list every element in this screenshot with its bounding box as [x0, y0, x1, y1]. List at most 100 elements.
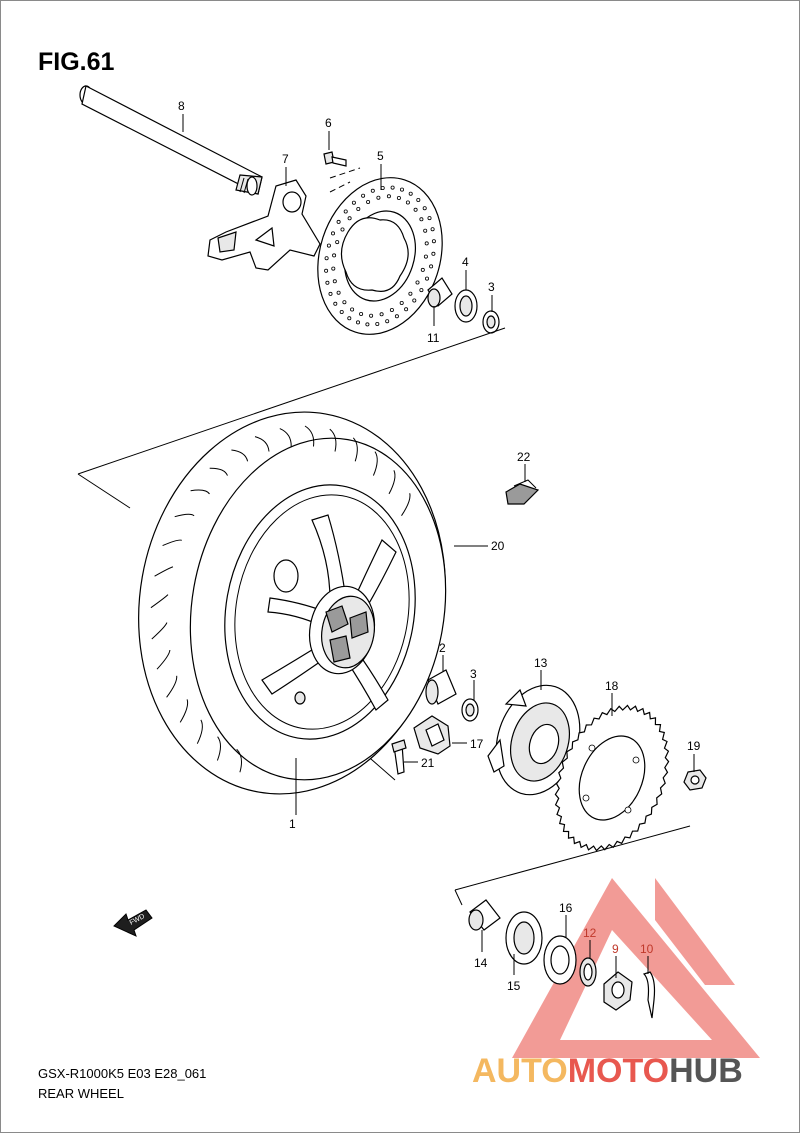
part-label-2: 2 [439, 641, 446, 655]
disc-hole [366, 199, 371, 204]
part-label-5: 5 [377, 149, 384, 163]
disc-hole [351, 200, 356, 205]
part-spacer-14 [468, 899, 501, 931]
watermark-word-hub: HUB [669, 1052, 743, 1090]
disc-hole [350, 307, 355, 312]
part-bearing-4 [454, 289, 478, 323]
disc-hole [361, 193, 366, 198]
part-label-11: 11 [427, 331, 440, 345]
part-label-21: 21 [421, 756, 435, 770]
disc-hole [343, 209, 348, 214]
disc-hole [399, 300, 404, 305]
tire-tread-groove [166, 675, 178, 698]
tire-tread-groove [196, 719, 203, 744]
disc-hole [340, 227, 345, 232]
tire-tread-groove [151, 622, 168, 640]
disc-hole [390, 185, 395, 190]
disc-hole [413, 207, 418, 212]
disc-hole [336, 290, 341, 295]
disc-hole [427, 216, 432, 221]
part-sprocket-drum [487, 684, 581, 796]
disc-hole [394, 314, 399, 319]
part-label-22: 22 [517, 450, 531, 464]
disc-hole [408, 291, 413, 296]
disc-hole [330, 231, 335, 236]
disc-hole [379, 312, 384, 317]
watermark-logo [512, 878, 760, 1058]
part-label-15: 15 [507, 979, 521, 993]
disc-hole [326, 243, 331, 248]
disc-hole [419, 288, 424, 293]
part-label-13: 13 [534, 656, 548, 670]
disc-hole [404, 307, 409, 312]
part-label-10: 10 [640, 942, 654, 956]
disc-hole [335, 240, 340, 245]
disc-hole [347, 216, 352, 221]
tire-tread-groove [401, 493, 411, 516]
section-name: REAR WHEEL [38, 1086, 124, 1101]
tire-tread-groove [231, 449, 249, 462]
disc-hole [355, 320, 360, 325]
part-nut-19 [683, 769, 707, 791]
tire-tread-groove [162, 539, 182, 547]
disc-hole [332, 279, 337, 284]
disc-hole [424, 276, 429, 281]
tire-tread-groove [304, 425, 315, 447]
part-rear-wheel [138, 411, 447, 795]
disc-hole [370, 188, 375, 193]
part-balancer-22 [505, 479, 540, 505]
part-label-14: 14 [474, 956, 488, 970]
disc-hole [332, 253, 337, 258]
part-bearing-15 [505, 911, 543, 965]
part-label-3-upper: 3 [488, 280, 495, 294]
disc-hole [389, 307, 394, 312]
part-seal-3-upper [482, 310, 500, 334]
disc-hole [419, 217, 424, 222]
part-label-16: 16 [559, 901, 573, 915]
disc-hole [399, 187, 404, 192]
tire-tread-groove [150, 594, 169, 609]
disc-hole [365, 322, 370, 327]
disc-hole [339, 309, 344, 314]
part-label-6: 6 [325, 116, 332, 130]
part-collar-11 [427, 277, 453, 308]
disc-hole [408, 191, 413, 196]
part-label-19: 19 [687, 739, 701, 753]
part-nut-9 [603, 971, 633, 1011]
tire-tread-groove [174, 513, 195, 518]
disc-hole [415, 280, 420, 285]
part-rear-sprocket [554, 704, 670, 852]
part-label-7: 7 [282, 152, 289, 166]
disc-hole [359, 311, 364, 316]
tire-tread-groove [352, 437, 358, 462]
part-label-1: 1 [289, 817, 296, 831]
disc-hole [386, 194, 391, 199]
disc-hole [375, 321, 380, 326]
disc-hole [331, 266, 336, 271]
disc-hole [429, 264, 434, 269]
model-code: GSX-R1000K5 E03 E28_061 [38, 1066, 207, 1081]
part-caliper-bracket [207, 179, 321, 271]
disc-hole [430, 227, 435, 232]
part-label-20: 20 [491, 539, 505, 553]
part-spacer-2 [425, 669, 457, 705]
part-label-18: 18 [605, 679, 619, 693]
disc-hole [356, 206, 361, 211]
disc-hole [423, 228, 428, 233]
disc-hole [420, 267, 425, 272]
disc-hole [412, 298, 417, 303]
part-seal-3-lower [461, 698, 479, 722]
disc-hole [333, 301, 338, 306]
leader-lines [182, 114, 695, 978]
part-label-9: 9 [612, 942, 619, 956]
disc-hole [431, 239, 436, 244]
tire-tread-groove [216, 736, 221, 761]
part-seal-16 [543, 935, 577, 985]
tire-tread-groove [179, 699, 189, 723]
part-cushion-17 [413, 715, 451, 755]
part-bolt-6 [323, 151, 347, 167]
tire-tread-groove [372, 451, 378, 476]
tire-tread-groove [209, 467, 228, 476]
